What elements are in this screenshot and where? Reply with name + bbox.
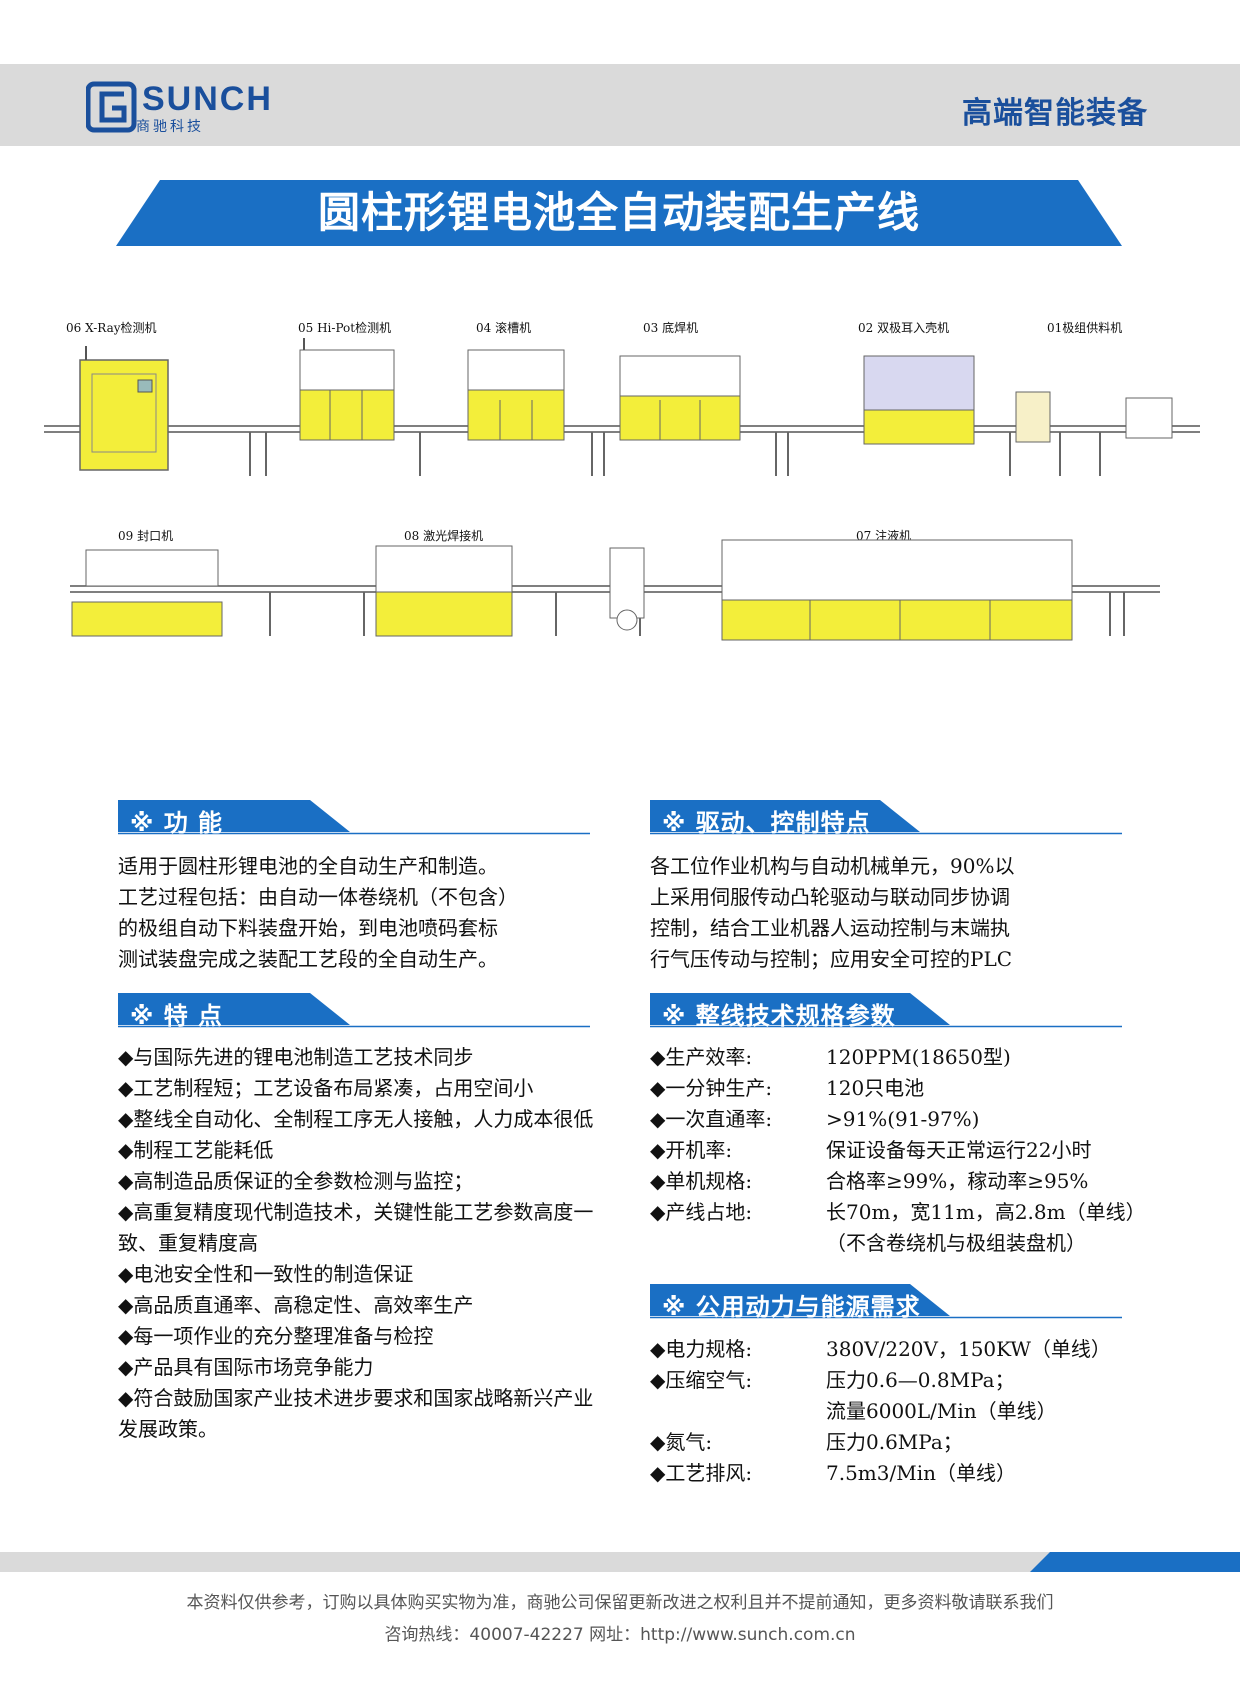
list-item: ◆产品具有国际市场竞争能力	[118, 1355, 374, 1379]
section-title: ※ 整线技术规格参数	[662, 1002, 896, 1030]
list-item: ◆制程工艺能耗低	[118, 1138, 274, 1162]
section-title: ※ 驱动、控制特点	[662, 809, 871, 837]
machine-sealing	[71, 549, 223, 637]
footer-contact: 咨询热线：40007-42227 网址：http://www.sunch.com…	[384, 1625, 856, 1645]
spec-row: ◆氮气:压力0.6MPa；	[650, 1430, 963, 1454]
section-header-specs: ※ 整线技术规格参数	[650, 993, 1122, 1030]
spec-row: （不含卷绕机与极组装盘机）	[826, 1231, 1086, 1255]
footer-bar	[0, 1552, 1240, 1572]
electrolyte-tank	[609, 547, 645, 631]
tagline: 高端智能装备	[962, 96, 1148, 131]
specs-table: ◆生产效率:120PPM(18650型) ◆一分钟生产:120只电池 ◆一次直通…	[650, 1042, 1146, 1259]
production-line-drawing	[44, 338, 1200, 641]
machine-label: 03 底焊机	[643, 321, 699, 335]
spec-row: ◆电力规格:380V/220V，150KW（单线）	[650, 1337, 1111, 1361]
list-item: ◆整线全自动化、全制程工序无人接触，人力成本很低	[118, 1107, 594, 1131]
list-item: ◆符合鼓励国家产业技术进步要求和国家战略新兴产业	[118, 1386, 594, 1410]
spec-row: ◆单机规格:合格率≥99%，稼动率≥95%	[650, 1169, 1089, 1193]
spec-row: ◆压缩空气:压力0.6—0.8MPa；	[650, 1368, 1015, 1392]
footer-disclaimer: 本资料仅供参考，订购以具体购买实物为准，商驰公司保留更新改进之权利且并不提前通知…	[186, 1593, 1054, 1613]
list-item: 发展政策。	[118, 1417, 218, 1441]
drive-text: 各工位作业机构与自动机械单元，90%以 上采用伺服传动凸轮驱动与联动同步协调 控…	[650, 854, 1015, 971]
section-header-drive: ※ 驱动、控制特点	[650, 800, 1122, 837]
section-header-function: ※ 功 能	[118, 800, 590, 837]
header-bar	[0, 64, 1240, 146]
sunch-logo-icon	[86, 81, 137, 133]
list-item: ◆每一项作业的充分整理准备与检控	[118, 1324, 434, 1348]
machine-grooving	[467, 349, 565, 441]
features-list: ◆与国际先进的锂电池制造工艺技术同步 ◆工艺制程短；工艺设备布局紧凑，占用空间小…	[118, 1042, 593, 1445]
machine-label: 09 封口机	[118, 529, 174, 543]
list-item: ◆高品质直通率、高稳定性、高效率生产	[118, 1293, 474, 1317]
machine-hipot	[299, 338, 395, 441]
spec-row: ◆生产效率:120PPM(18650型)	[650, 1045, 1011, 1069]
spec-row: ◆开机率:保证设备每天正常运行22小时	[650, 1138, 1092, 1162]
list-item: ◆与国际先进的锂电池制造工艺技术同步	[118, 1045, 474, 1069]
section-title: ※ 公用动力与能源需求	[662, 1293, 921, 1321]
machine-feeder	[1015, 391, 1173, 443]
section-header-utility: ※ 公用动力与能源需求	[650, 1284, 1122, 1321]
footer-accent	[1030, 1552, 1240, 1572]
title-banner	[116, 180, 1122, 246]
machine-laser-weld	[375, 545, 513, 637]
machine-label: 08 激光焊接机	[404, 529, 484, 543]
logo-text: SUNCH	[142, 80, 273, 118]
list-item: ◆高重复精度现代制造技术，关键性能工艺参数高度一	[118, 1200, 594, 1224]
machine-tab-insert	[863, 355, 975, 445]
section-title: ※ 功 能	[130, 809, 224, 837]
machine-bottom-weld	[619, 355, 741, 441]
machine-label: 04 滚槽机	[476, 321, 532, 335]
list-item: ◆工艺制程短；工艺设备布局紧凑，占用空间小	[118, 1076, 534, 1100]
machine-label: 02 双极耳入壳机	[858, 321, 950, 335]
spec-row: ◆产线占地:长70m，宽11m，高2.8m（单线）	[650, 1200, 1146, 1224]
list-item: ◆电池安全性和一致性的制造保证	[118, 1262, 414, 1286]
spec-row: ◆一分钟生产:120只电池	[650, 1076, 925, 1100]
spec-row: ◆工艺排风:7.5m3/Min（单线）	[650, 1461, 1016, 1485]
machine-label: 05 Hi-Pot检测机	[298, 321, 392, 335]
list-item: 致、重复精度高	[118, 1231, 258, 1255]
spec-row: 流量6000L/Min（单线）	[826, 1399, 1057, 1423]
machine-xray	[79, 346, 169, 471]
utility-table: ◆电力规格:380V/220V，150KW（单线） ◆压缩空气:压力0.6—0.…	[650, 1334, 1130, 1489]
machine-label: 01极组供料机	[1047, 321, 1123, 335]
logo-subtitle: 商驰科技	[136, 119, 204, 135]
page-title: 圆柱形锂电池全自动装配生产线	[317, 188, 920, 237]
spec-row: ◆一次直通率:>91%(91-97%)	[650, 1107, 980, 1131]
section-title: ※ 特 点	[130, 1002, 224, 1030]
list-item: ◆高制造品质保证的全参数检测与监控；	[118, 1169, 474, 1193]
function-text: 适用于圆柱形锂电池的全自动生产和制造。 工艺过程包括：由自动一体卷绕机（不包含）…	[118, 854, 518, 971]
machine-injection	[721, 539, 1073, 641]
machine-label: 06 X-Ray检测机	[66, 321, 157, 335]
section-header-features: ※ 特 点	[118, 993, 590, 1030]
